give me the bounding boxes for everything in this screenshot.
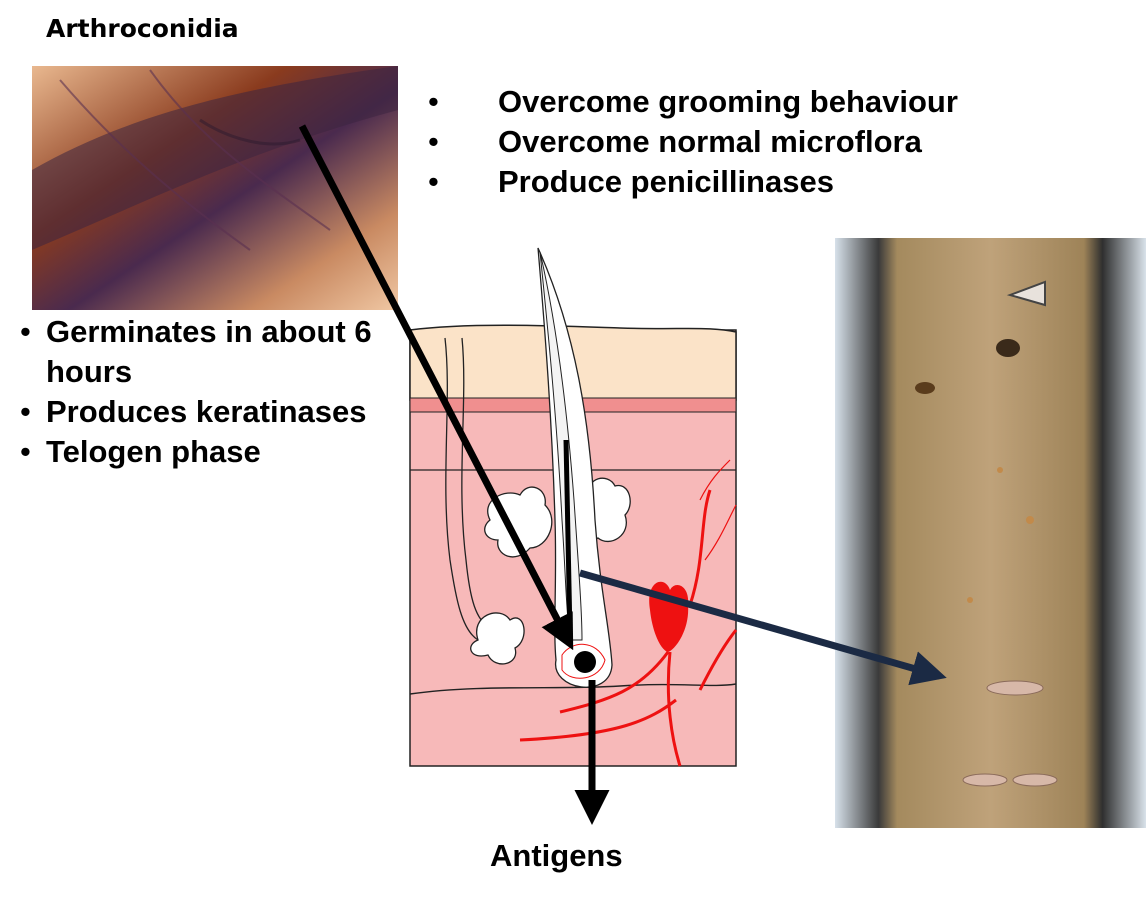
- slide-title: Arthroconidia: [46, 14, 239, 43]
- hair-shaft-line: [563, 439, 573, 636]
- left-bullet-item: Produces keratinases: [20, 392, 426, 432]
- arrow-to-hair-shaft: [579, 569, 947, 686]
- hair-shaft-micrograph: [835, 238, 1146, 828]
- skin-cross-section: [409, 247, 738, 767]
- top-bullet-item: Produce penicillinases: [428, 162, 958, 202]
- top-bullet-item: Overcome normal microflora: [428, 122, 958, 162]
- top-bullet-list: Overcome grooming behaviour Overcome nor…: [428, 82, 958, 202]
- antigens-label: Antigens: [490, 838, 623, 873]
- left-bullet-item: Germinates in about 6 hours: [20, 312, 426, 392]
- arrow-spore-to-follicle: [298, 124, 574, 651]
- left-bullet-item: Telogen phase: [20, 432, 426, 472]
- left-bullet-list: Germinates in about 6 hours Produces ker…: [20, 312, 426, 472]
- arthroconidia-micrograph: [32, 66, 398, 310]
- top-bullet-item: Overcome grooming behaviour: [428, 82, 958, 122]
